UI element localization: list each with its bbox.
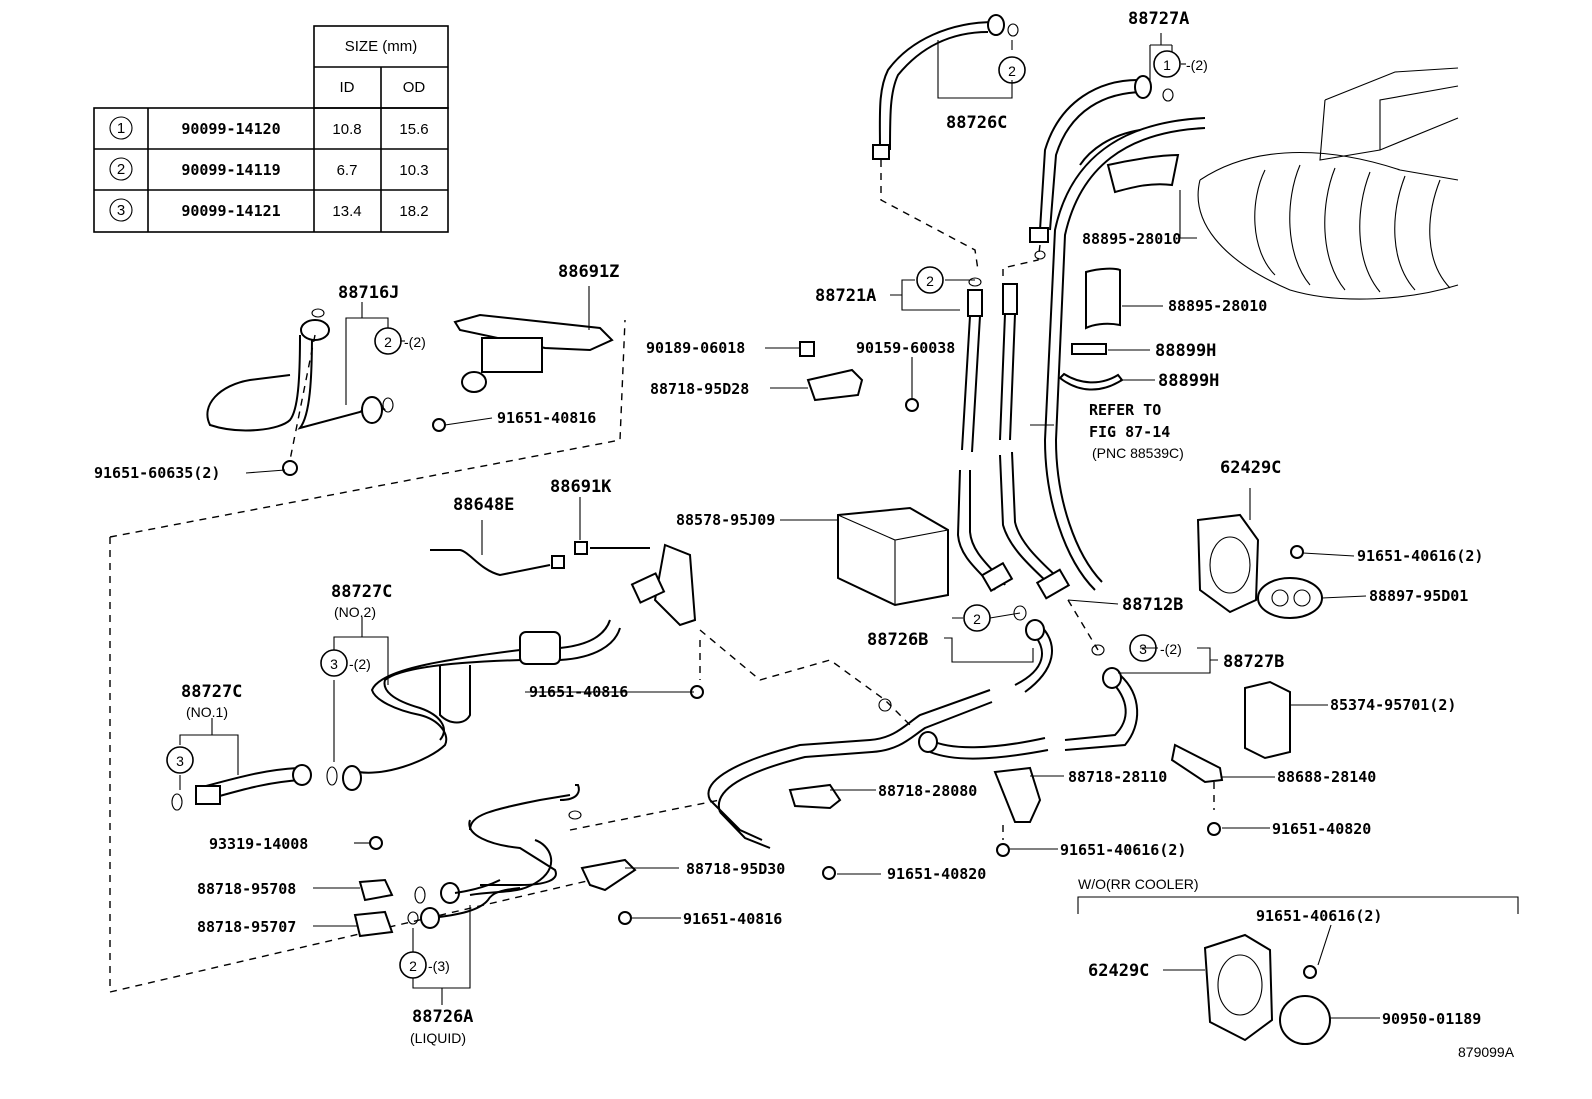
label-88726A-qty: -(3) <box>428 958 450 974</box>
label-88718-95708: 88718-95708 <box>197 880 296 898</box>
label-88726A: 88726A <box>412 1007 473 1027</box>
marker-1 <box>1153 50 1181 78</box>
label-91651-60635: 91651-60635(2) <box>94 464 220 482</box>
table-row-marker: 1 <box>117 120 125 137</box>
marker-2-text: 2 <box>973 611 981 627</box>
size-table: SIZE (mm) ID OD 1 90099-14120 10.8 15.6 … <box>93 25 449 233</box>
label-91651-40616-b: 91651-40616(2) <box>1060 841 1186 859</box>
label-90950-01189: 90950-01189 <box>1382 1010 1481 1028</box>
label-91651-40820-b: 91651-40820 <box>887 865 986 883</box>
label-88899H-a: 88899H <box>1155 341 1216 361</box>
label-88727A-qty: -(2) <box>1186 57 1208 73</box>
label-88727B-qty: -(2) <box>1160 641 1182 657</box>
label-91651-40616-a: 91651-40616(2) <box>1357 547 1483 565</box>
label-88578-95J09: 88578-95J09 <box>676 511 775 529</box>
label-85374-95701: 85374-95701(2) <box>1330 696 1456 714</box>
label-88718-28110: 88718-28110 <box>1068 768 1167 786</box>
label-wo-rr-cooler: W/O(RR COOLER) <box>1078 876 1199 892</box>
table-row-od: 10.3 <box>399 162 428 179</box>
label-91651-40816-a: 91651-40816 <box>497 409 596 427</box>
label-90159-60038: 90159-60038 <box>856 339 955 357</box>
table-row-id: 13.4 <box>332 203 361 220</box>
label-88727C-no1: 88727C <box>181 682 242 702</box>
label-no2: (NO.2) <box>334 604 376 620</box>
label-62429C-top: 62429C <box>1220 458 1281 478</box>
label-88897-95D01: 88897-95D01 <box>1369 587 1468 605</box>
circled-markers: 1 2 2 2 2 3 3 3 2 <box>166 50 1181 979</box>
label-88718-95D30: 88718-95D30 <box>686 860 785 878</box>
table-row-part: 90099-14121 <box>181 202 280 220</box>
label-no1: (NO.1) <box>186 704 228 720</box>
table-row-marker: 3 <box>117 202 125 219</box>
marker-3-text: 3 <box>1139 641 1147 657</box>
table-row-marker: 2 <box>117 161 125 178</box>
refer-line-3: (PNC 88539C) <box>1092 445 1184 461</box>
refer-line-1: REFER TO <box>1089 401 1161 419</box>
label-88727B: 88727B <box>1223 652 1284 672</box>
label-liquid: (LIQUID) <box>410 1030 466 1046</box>
refer-line-2: FIG 87-14 <box>1089 423 1170 441</box>
label-88691Z: 88691Z <box>558 262 619 282</box>
figure-id: 879099A <box>1458 1044 1515 1060</box>
label-88726B: 88726B <box>867 630 928 650</box>
label-88899H-b: 88899H <box>1158 371 1219 391</box>
label-88691K: 88691K <box>550 477 612 497</box>
label-88712B: 88712B <box>1122 595 1183 615</box>
table-row-od: 15.6 <box>399 121 428 138</box>
col-od-header: OD <box>403 79 426 96</box>
label-88721A: 88721A <box>815 286 876 306</box>
label-88895-28010-a: 88895-28010 <box>1082 230 1181 248</box>
label-88718-28080: 88718-28080 <box>878 782 977 800</box>
callout-leaders <box>179 33 1519 1019</box>
label-88726C: 88726C <box>946 113 1007 133</box>
label-88718-95D28: 88718-95D28 <box>650 380 749 398</box>
col-id-header: ID <box>340 79 355 96</box>
marker-2-text: 2 <box>926 273 934 289</box>
table-row-part: 90099-14120 <box>181 120 280 138</box>
label-88727C-no2: 88727C <box>331 582 392 602</box>
label-88727A: 88727A <box>1128 9 1189 29</box>
marker-3-text: 3 <box>176 753 184 769</box>
table-row-od: 18.2 <box>399 203 428 220</box>
refrigerant-pipes <box>195 14 1206 929</box>
label-91651-40816-c: 91651-40816 <box>683 910 782 928</box>
label-90189-06018: 90189-06018 <box>646 339 745 357</box>
label-91651-40820-a: 91651-40820 <box>1272 820 1371 838</box>
label-93319-14008: 93319-14008 <box>209 835 308 853</box>
table-row-id: 10.8 <box>332 121 361 138</box>
dashed-group-outline <box>109 319 626 993</box>
size-header: SIZE (mm) <box>345 38 418 55</box>
label-88648E: 88648E <box>453 495 514 515</box>
part-shapes <box>171 23 1331 1045</box>
label-88727C-no2-qty: -(2) <box>349 656 371 672</box>
label-91651-40816-b: 91651-40816 <box>529 683 628 701</box>
table-row-id: 6.7 <box>337 162 358 179</box>
label-88716J-qty: -(2) <box>404 334 426 350</box>
part-labels: 88727A -(2) 88726C 88895-28010 88895-280… <box>94 9 1515 1060</box>
marker-2-text: 2 <box>1008 63 1016 79</box>
marker-3-text: 3 <box>330 656 338 672</box>
label-62429C-bottom: 62429C <box>1088 961 1149 981</box>
label-91651-40616-c: 91651-40616(2) <box>1256 907 1382 925</box>
table-row-part: 90099-14119 <box>181 161 280 179</box>
label-88716J: 88716J <box>338 283 399 303</box>
label-88688-28140: 88688-28140 <box>1277 768 1376 786</box>
label-88895-28010-b: 88895-28010 <box>1168 297 1267 315</box>
dashed-leaders <box>289 160 1215 840</box>
hvac-unit-drawing <box>1197 67 1459 300</box>
marker-1-text: 1 <box>1163 57 1171 73</box>
marker-2-text: 2 <box>384 334 392 350</box>
marker-2-text: 2 <box>409 958 417 974</box>
label-88718-95707: 88718-95707 <box>197 918 296 936</box>
